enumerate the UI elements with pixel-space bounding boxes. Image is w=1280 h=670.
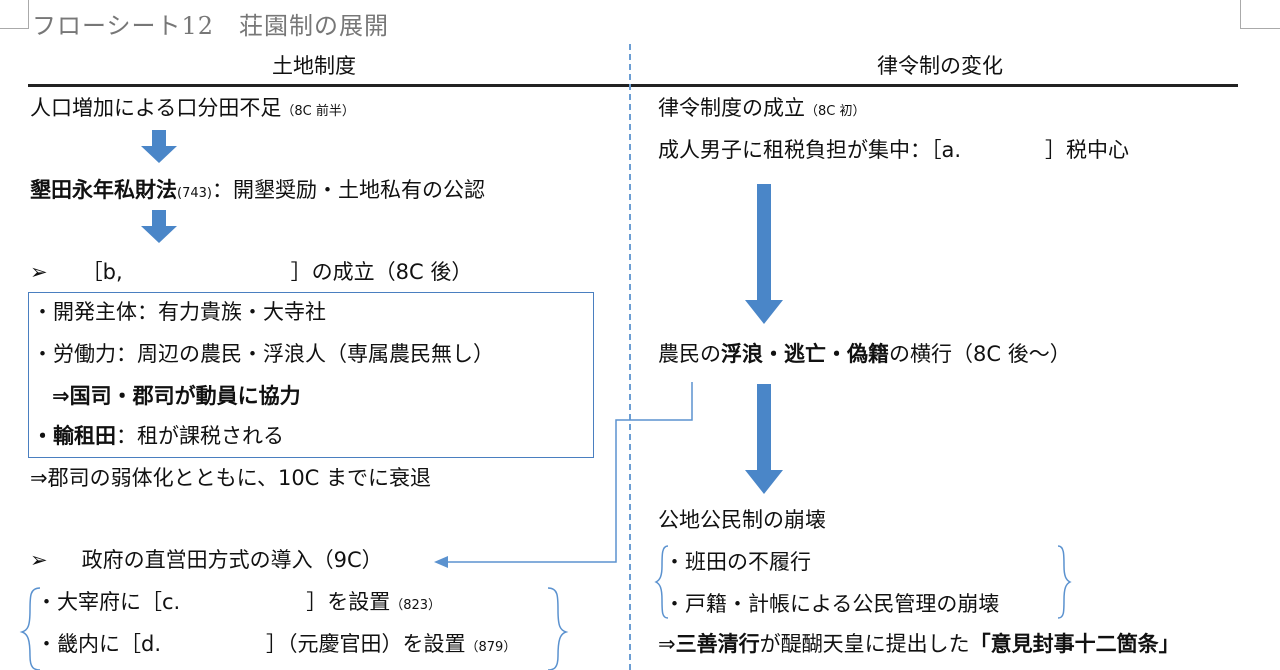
left-row-direct-fields: ➢ 政府の直営田方式の導入（9C） xyxy=(30,548,383,572)
column-divider xyxy=(629,44,631,670)
right-brace-icon xyxy=(547,587,569,670)
right-brace-icon xyxy=(1057,545,1072,619)
population-note: （8C 前半） xyxy=(281,104,355,119)
page-corner-mark-right xyxy=(1240,0,1280,29)
taxed-field-term: ・輸租田 xyxy=(32,424,116,448)
connector-arrowhead-icon xyxy=(434,556,448,568)
blank-b-text: ［b, ］の成立（8C 後） xyxy=(81,260,473,284)
left-brace-icon xyxy=(654,545,669,619)
kinai-text: ・畿内に［d. ］（元慶官田）を設置 xyxy=(36,632,466,656)
box-line-taxed-field: ・輸租田：租が課税される xyxy=(32,424,284,448)
vagrancy-pre: 農民の xyxy=(658,342,721,366)
sheet-title: フローシート12 荘園制の展開 xyxy=(32,12,390,40)
taxed-field-text: ：租が課税される xyxy=(116,424,284,448)
law-text: ：開墾奨励・土地私有の公認 xyxy=(211,178,485,202)
right-row-registry: ・戸籍・計帳による公民管理の崩壊 xyxy=(664,592,1000,616)
box-line-labor: ・労働力：周辺の農民・浮浪人（専属農民無し） xyxy=(32,342,494,366)
kinai-year: （879） xyxy=(465,640,517,655)
bullet-arrow-icon: ➢ xyxy=(30,260,48,284)
box-line-developer: ・開発主体：有力貴族・大寺社 xyxy=(32,300,326,324)
miyoshi-name: 三善清行 xyxy=(675,632,760,656)
manor-details-box xyxy=(28,292,594,458)
left-column-heading: 土地制度 xyxy=(272,54,356,78)
left-row-population: 人口増加による口分田不足（8C 前半） xyxy=(30,96,355,124)
miyoshi-pre: ⇒ xyxy=(658,632,676,656)
direct-fields-text: 政府の直営田方式の導入（9C） xyxy=(81,548,383,572)
right-row-establishment: 律令制度の成立（8C 初） xyxy=(658,96,865,124)
left-row-dazaifu: ・大宰府に［c. ］を設置（823） xyxy=(36,590,441,618)
population-text: 人口増加による口分田不足 xyxy=(30,96,282,120)
miyoshi-document: 「意見封事十二箇条」 xyxy=(969,632,1180,656)
vagrancy-post: の横行（8C 後～） xyxy=(889,342,1071,366)
law-year: (743) xyxy=(177,186,212,201)
right-column-heading: 律令制の変化 xyxy=(877,54,1003,78)
down-arrow-icon xyxy=(745,384,783,494)
box-line-cooperation: ⇒国司・郡司が動員に協力 xyxy=(52,384,301,408)
bullet-arrow-icon: ➢ xyxy=(30,548,48,572)
dazaifu-text: ・大宰府に［c. ］を設置 xyxy=(36,590,391,614)
left-row-decline: ⇒郡司の弱体化とともに、10C までに衰退 xyxy=(30,466,432,490)
left-brace-icon xyxy=(19,587,41,670)
right-row-miyoshi: ⇒三善清行が醍醐天皇に提出した「意見封事十二箇条」 xyxy=(658,632,1180,656)
left-row-kinai: ・畿内に［d. ］（元慶官田）を設置（879） xyxy=(36,632,516,660)
right-row-vagrancy: 農民の浮浪・逃亡・偽籍の横行（8C 後～） xyxy=(658,342,1071,366)
header-rule xyxy=(28,84,1238,87)
dazaifu-year: （823） xyxy=(390,598,442,613)
vagrancy-terms: 浮浪・逃亡・偽籍 xyxy=(721,342,889,366)
page-corner-mark-left xyxy=(0,0,29,29)
establishment-note: （8C 初） xyxy=(805,104,866,119)
left-row-blank-b: ➢ ［b, ］の成立（8C 後） xyxy=(30,260,472,284)
down-arrow-icon xyxy=(745,184,783,324)
connector-line xyxy=(446,382,693,563)
down-arrow-icon xyxy=(141,210,177,243)
right-row-handen: ・班田の不履行 xyxy=(664,550,811,574)
down-arrow-icon xyxy=(141,130,177,163)
right-row-collapse: 公地公民制の崩壊 xyxy=(658,508,826,532)
miyoshi-mid: が醍醐天皇に提出した xyxy=(759,632,970,656)
establishment-text: 律令制度の成立 xyxy=(658,96,805,120)
right-row-tax-burden: 成人男子に租税負担が集中：［a. ］税中心 xyxy=(658,138,1130,162)
law-name: 墾田永年私財法 xyxy=(30,178,177,202)
left-row-law: 墾田永年私財法(743)：開墾奨励・土地私有の公認 xyxy=(30,178,485,206)
